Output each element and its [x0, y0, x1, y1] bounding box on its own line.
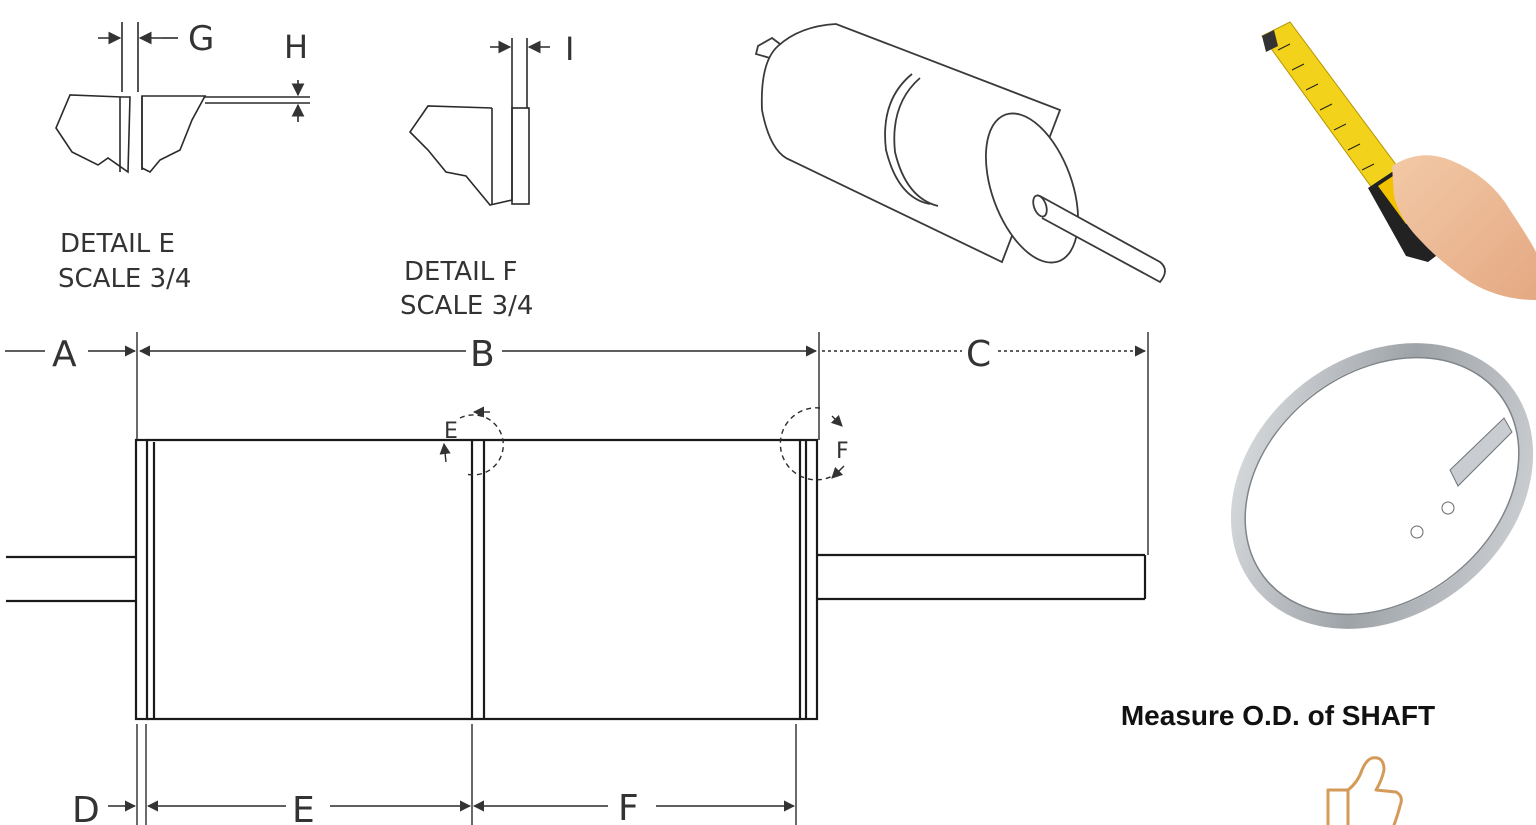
steel-band-icon [1230, 343, 1534, 629]
bottom-dimension-line [108, 724, 797, 825]
detail-f [408, 38, 550, 206]
dim-e-label: E [292, 790, 315, 825]
dim-f-label: F [618, 788, 639, 825]
dim-g-label: G [188, 19, 214, 59]
dim-c-label: C [966, 334, 991, 375]
dim-d-label: D [72, 790, 100, 825]
measure-shaft-caption: Measure O.D. of SHAFT [1120, 700, 1436, 731]
tape-measure-icon [1261, 21, 1536, 300]
dim-a-label: A [52, 334, 77, 375]
top-dimension-line [5, 332, 1149, 555]
callout-f-label: F [836, 439, 849, 464]
dim-b-label: B [470, 334, 495, 375]
detail-e-scale: SCALE 3/4 [58, 264, 191, 294]
detail-e [55, 22, 310, 174]
dim-i-label: I [565, 30, 574, 68]
thumbs-up-icon [1326, 756, 1403, 825]
detail-f-title: DETAIL F [404, 257, 517, 287]
detail-e-callout [439, 406, 504, 476]
dim-h-label: H [284, 28, 308, 66]
roller-elevation [6, 438, 1147, 721]
detail-e-title: DETAIL E [60, 229, 175, 259]
detail-f-scale: SCALE 3/4 [400, 291, 533, 321]
detail-f-callout [779, 407, 845, 481]
callout-e-label: E [444, 419, 458, 444]
isometric-roller-sketch [754, 23, 1166, 284]
